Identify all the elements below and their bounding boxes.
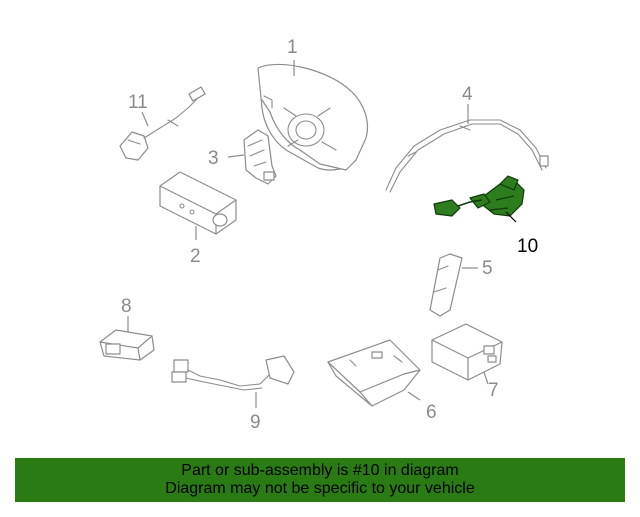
- callout-10: 10: [517, 236, 538, 257]
- leader-3: [227, 154, 245, 158]
- callout-2: 2: [190, 246, 201, 267]
- banner-line-2: Diagram may not be specific to your vehi…: [165, 480, 475, 497]
- callout-9: 9: [250, 412, 261, 433]
- part-2-passenger-airbag[interactable]: [159, 171, 237, 235]
- part-4-curtain-airbag[interactable]: [385, 119, 549, 193]
- callout-7: 7: [488, 380, 499, 401]
- leader-10: [505, 211, 517, 223]
- part-8-impact-sensor[interactable]: [99, 329, 155, 361]
- leader-7: [483, 371, 489, 385]
- part-6-control-module[interactable]: [327, 339, 421, 407]
- callout-6: 6: [426, 402, 437, 423]
- callout-8: 8: [121, 296, 132, 317]
- part-7-module[interactable]: [431, 323, 503, 381]
- leader-6: [407, 391, 421, 401]
- leader-11: [141, 111, 149, 127]
- callout-1: 1: [287, 37, 298, 58]
- part-9-harness[interactable]: [171, 355, 295, 391]
- callout-4: 4: [462, 84, 473, 105]
- callout-11: 11: [128, 92, 148, 113]
- callout-3: 3: [208, 148, 219, 169]
- banner-line-1: Part or sub-assembly is #10 in diagram: [181, 462, 459, 479]
- part-11-sensor[interactable]: [119, 86, 206, 161]
- part-5-side-sensor[interactable]: [429, 253, 463, 317]
- part-1-driver-airbag[interactable]: [257, 63, 369, 171]
- callout-5: 5: [482, 258, 493, 279]
- info-banner: Part or sub-assembly is #10 in diagram D…: [15, 458, 625, 502]
- part-10-highlighted-assembly[interactable]: [433, 175, 525, 217]
- part-3-bracket[interactable]: [243, 129, 277, 185]
